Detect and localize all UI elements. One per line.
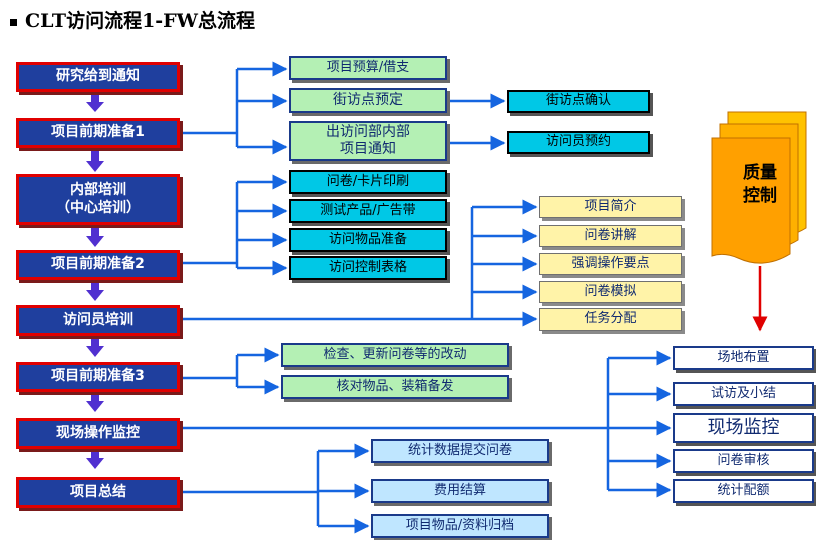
task-check-pack: 核对物品、装箱备发 xyxy=(281,375,509,399)
connectors xyxy=(180,61,672,534)
task-key-points: 强调操作要点 xyxy=(539,253,682,275)
task-quota-stats: 统计配额 xyxy=(673,479,814,503)
down-arrow xyxy=(86,228,104,247)
step-field-monitoring: 现场操作监控 xyxy=(16,418,180,449)
bullet-icon xyxy=(10,18,17,26)
task-questionnaire-explain: 问卷讲解 xyxy=(539,225,682,247)
step-prep-3: 项目前期准备3 xyxy=(16,362,180,392)
task-control-forms: 访问控制表格 xyxy=(289,256,447,280)
down-arrow xyxy=(86,283,104,301)
task-data-submission: 统计数据提交问卷 xyxy=(371,439,549,463)
task-check-updates: 检查、更新问卷等的改动 xyxy=(281,343,509,367)
task-budget-advance: 项目预算/借支 xyxy=(289,56,447,80)
followup-interviewer-booking: 访问员预约 xyxy=(507,131,650,154)
down-arrow xyxy=(86,339,104,357)
task-questionnaire-mock: 问卷模拟 xyxy=(539,281,682,303)
step-prep-1: 项目前期准备1 xyxy=(16,118,180,148)
task-questionnaire-printing: 问卷/卡片印刷 xyxy=(289,170,447,194)
quality-control-label: 质量 控制 xyxy=(743,163,777,206)
step-internal-training: 内部培训 （中心培训） xyxy=(16,174,180,225)
task-field-monitoring: 现场监控 xyxy=(673,413,814,443)
quality-control-document-icon xyxy=(711,111,807,264)
followup-street-site-confirm: 街访点确认 xyxy=(507,90,650,113)
step-project-summary: 项目总结 xyxy=(16,477,180,508)
task-internal-notice: 出访问部内部 项目通知 xyxy=(289,121,447,161)
task-test-product: 测试产品/广告带 xyxy=(289,199,447,223)
connector-prep2 xyxy=(180,182,239,268)
connector-summary xyxy=(180,451,320,526)
down-arrow xyxy=(86,451,104,469)
down-arrow xyxy=(86,151,104,172)
down-arrow xyxy=(86,95,104,112)
step-interviewer-training: 访问员培训 xyxy=(16,305,180,336)
task-pilot-summary: 试访及小结 xyxy=(673,382,814,406)
task-archiving: 项目物品/资料归档 xyxy=(371,514,549,538)
connector-prep3 xyxy=(180,355,239,387)
step-research-notice: 研究给到通知 xyxy=(16,62,180,92)
down-arrow xyxy=(86,394,104,412)
task-project-intro: 项目简介 xyxy=(539,196,682,218)
task-supplies-prep: 访问物品准备 xyxy=(289,228,447,252)
connector-prep1 xyxy=(180,69,239,147)
task-questionnaire-review: 问卷审核 xyxy=(673,449,814,473)
connector-monitor xyxy=(180,358,610,490)
page-title: CLT访问流程1-FW总流程 xyxy=(10,6,255,33)
task-expense-settlement: 费用结算 xyxy=(371,479,549,503)
task-site-setup: 场地布置 xyxy=(673,346,814,370)
step-down-arrows xyxy=(86,95,104,469)
step-prep-2: 项目前期准备2 xyxy=(16,250,180,280)
task-assignment: 任务分配 xyxy=(539,308,682,331)
task-street-site-booking: 街访点预定 xyxy=(289,88,447,113)
